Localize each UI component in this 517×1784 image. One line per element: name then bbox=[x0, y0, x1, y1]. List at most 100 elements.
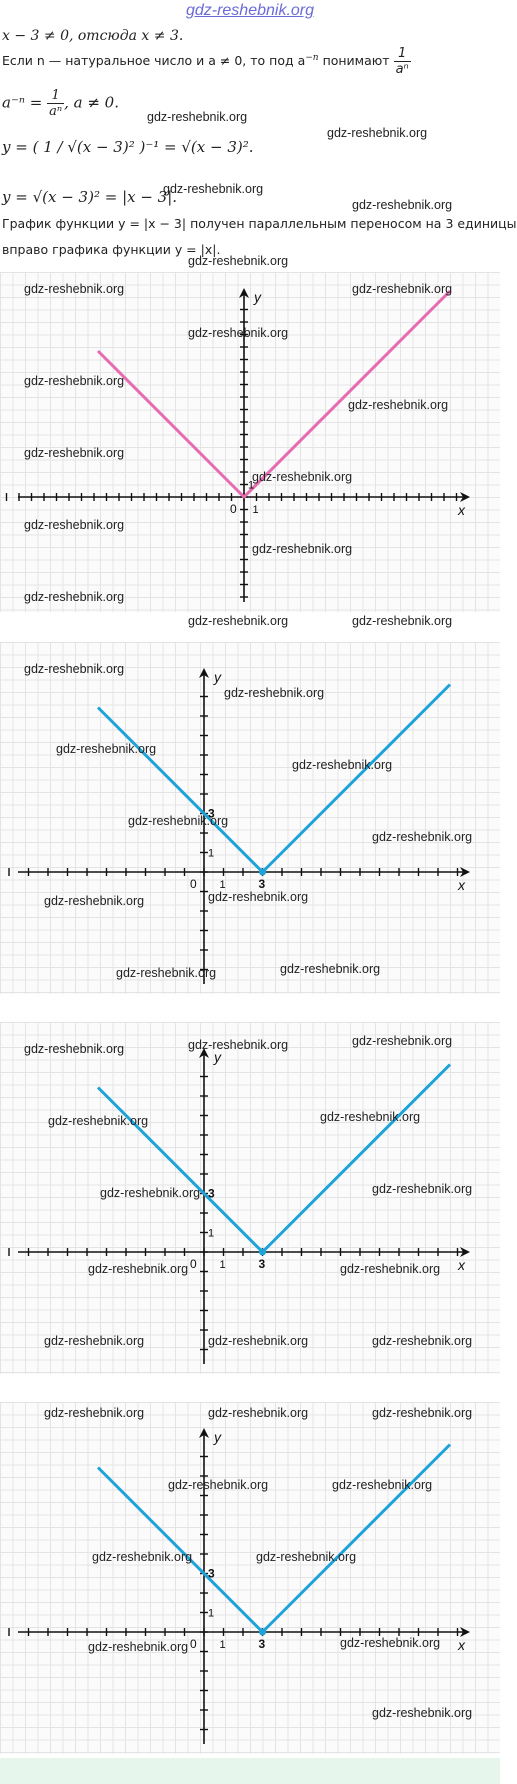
formula-denominator: aⁿ bbox=[49, 104, 63, 119]
definition-fraction: 1 aⁿ bbox=[393, 46, 411, 77]
function-graph bbox=[96, 1063, 452, 1254]
function-graph bbox=[96, 1443, 452, 1634]
formula-rhs: , a ≠ 0. bbox=[64, 93, 119, 112]
condition-text: x − 3 ≠ 0, отсюда x ≠ 3. bbox=[2, 28, 184, 44]
watermark: gdz-reshebnik.org bbox=[188, 254, 289, 268]
x-tick-label: 1 bbox=[220, 1639, 226, 1651]
watermark: gdz-reshebnik.org bbox=[208, 1334, 309, 1348]
watermark: gdz-reshebnik.org bbox=[352, 198, 453, 212]
x-axis-arrow bbox=[460, 867, 470, 877]
watermark: gdz-reshebnik.org bbox=[128, 814, 229, 828]
y-axis-arrow bbox=[199, 668, 209, 678]
y-axis-label: y bbox=[253, 289, 262, 305]
watermark: gdz-reshebnik.org bbox=[92, 1550, 193, 1564]
x-tick-label: 3 bbox=[259, 877, 266, 891]
y-axis-arrow bbox=[199, 1048, 209, 1058]
function-graph bbox=[96, 289, 452, 499]
watermark: gdz-reshebnik.org bbox=[372, 1182, 473, 1196]
watermark: gdz-reshebnik.org bbox=[188, 1038, 289, 1052]
y-axis-label: y bbox=[213, 1049, 222, 1065]
watermark: gdz-reshebnik.org bbox=[116, 966, 217, 980]
watermark: gdz-reshebnik.org bbox=[24, 374, 125, 388]
watermark: gdz-reshebnik.org bbox=[372, 830, 473, 844]
watermark: gdz-reshebnik.org bbox=[48, 1114, 149, 1128]
watermark: gdz-reshebnik.org bbox=[348, 398, 449, 412]
watermark: gdz-reshebnik.org bbox=[24, 1042, 125, 1056]
fraction-denominator: aⁿ bbox=[395, 62, 409, 77]
watermark: gdz-reshebnik.org bbox=[168, 1478, 269, 1492]
watermark: gdz-reshebnik.org bbox=[24, 446, 125, 460]
x-axis-label: x bbox=[457, 1257, 466, 1273]
vertex-point bbox=[259, 1248, 266, 1256]
watermark: gdz-reshebnik.org bbox=[372, 1406, 473, 1420]
watermark: gdz-reshebnik.org bbox=[56, 742, 157, 756]
x-axis-arrow bbox=[460, 1627, 470, 1637]
y-tick-label: 1 bbox=[208, 1228, 214, 1240]
y-axis-arrow bbox=[199, 1428, 209, 1438]
definition-exponent: −n bbox=[305, 52, 319, 63]
explanation-text-2: вправо графика функции y = |x|. bbox=[2, 242, 221, 257]
watermark: gdz-reshebnik.org bbox=[320, 1110, 421, 1124]
x-axis-label: x bbox=[457, 1637, 466, 1653]
watermark: gdz-reshebnik.org bbox=[188, 614, 289, 628]
watermark: gdz-reshebnik.org bbox=[147, 110, 248, 124]
origin-label: 0 bbox=[190, 1637, 197, 1651]
definition-line: Если n — натуральное число и a ≠ 0, то п… bbox=[2, 46, 411, 77]
definition-text-post: понимают bbox=[318, 53, 390, 68]
footer-bar bbox=[0, 1758, 500, 1784]
formula-transform-text: y = ( 1 / √(x − 3)² )⁻¹ = √(x − 3)². bbox=[2, 138, 254, 156]
watermark: gdz-reshebnik.org bbox=[208, 890, 309, 904]
origin-label: 0 bbox=[230, 502, 237, 516]
site-link[interactable]: gdz-reshebnik.org bbox=[185, 2, 315, 19]
formula-lhs: a⁻ⁿ = bbox=[2, 93, 43, 112]
site-header: gdz-reshebnik.org bbox=[0, 0, 500, 26]
watermark: gdz-reshebnik.org bbox=[332, 1478, 433, 1492]
explanation-line-1: График функции y = |x − 3| получен парал… bbox=[2, 216, 517, 231]
watermark: gdz-reshebnik.org bbox=[44, 1334, 145, 1348]
watermark: gdz-reshebnik.org bbox=[24, 662, 125, 676]
watermark: gdz-reshebnik.org bbox=[352, 1034, 453, 1048]
watermark: gdz-reshebnik.org bbox=[44, 1406, 145, 1420]
y-axis-arrow bbox=[239, 288, 249, 298]
x-axis-arrow bbox=[460, 492, 470, 502]
formula-transform: y = ( 1 / √(x − 3)² )⁻¹ = √(x − 3)². bbox=[2, 138, 254, 156]
formula-result: y = √(x − 3)² = |x − 3|. bbox=[2, 188, 177, 206]
x-tick-label: 1 bbox=[220, 879, 226, 891]
watermark: gdz-reshebnik.org bbox=[292, 758, 393, 772]
watermark: gdz-reshebnik.org bbox=[372, 1706, 473, 1720]
watermark: gdz-reshebnik.org bbox=[327, 126, 428, 140]
origin-label: 0 bbox=[190, 1257, 197, 1271]
y-tick-label: 3 bbox=[208, 1187, 215, 1201]
watermark: gdz-reshebnik.org bbox=[352, 614, 453, 628]
watermark: gdz-reshebnik.org bbox=[24, 518, 125, 532]
watermark: gdz-reshebnik.org bbox=[208, 1406, 309, 1420]
definition-text: Если n — натуральное число и a ≠ 0, то п… bbox=[2, 53, 306, 68]
watermark: gdz-reshebnik.org bbox=[188, 326, 289, 340]
y-axis-label: y bbox=[213, 1429, 222, 1445]
origin-label: 0 bbox=[190, 877, 197, 891]
graph-canvas: x y 0 1 1 3 3 bbox=[8, 1428, 470, 1744]
y-tick-label: 1 bbox=[208, 848, 214, 860]
watermark: gdz-reshebnik.org bbox=[163, 182, 264, 196]
watermark: gdz-reshebnik.org bbox=[340, 1636, 441, 1650]
watermark: gdz-reshebnik.org bbox=[100, 1186, 201, 1200]
x-tick-label: 3 bbox=[259, 1637, 266, 1651]
watermark: gdz-reshebnik.org bbox=[252, 542, 353, 556]
watermark: gdz-reshebnik.org bbox=[256, 1550, 357, 1564]
watermark: gdz-reshebnik.org bbox=[88, 1640, 189, 1654]
watermark: gdz-reshebnik.org bbox=[252, 470, 353, 484]
watermark: gdz-reshebnik.org bbox=[24, 590, 125, 604]
vertex-point bbox=[259, 868, 266, 876]
y-tick-label: 1 bbox=[208, 1608, 214, 1620]
watermark: gdz-reshebnik.org bbox=[24, 282, 125, 296]
condition-line: x − 3 ≠ 0, отсюда x ≠ 3. bbox=[2, 28, 183, 44]
watermark: gdz-reshebnik.org bbox=[88, 1262, 189, 1276]
y-tick-label: 3 bbox=[208, 1567, 215, 1581]
watermark: gdz-reshebnik.org bbox=[224, 686, 325, 700]
